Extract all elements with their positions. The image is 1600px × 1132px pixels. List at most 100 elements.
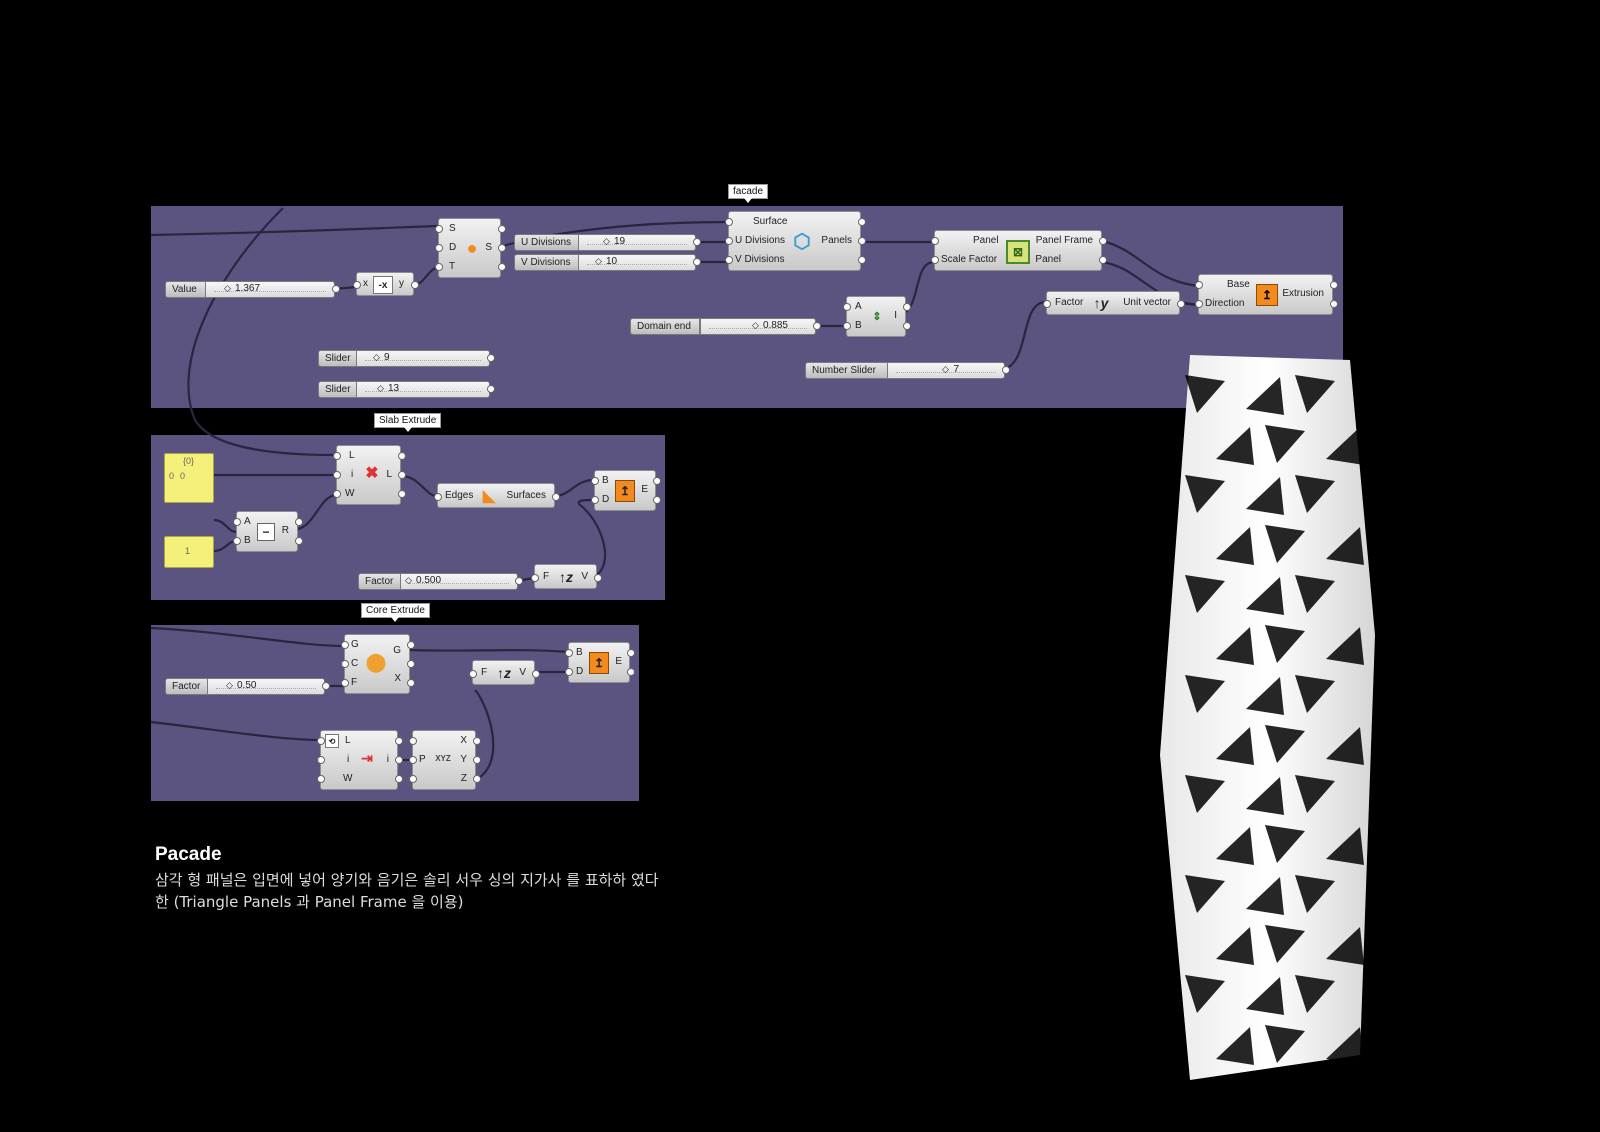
connection-port[interactable] bbox=[653, 496, 661, 504]
slider-output-port[interactable] bbox=[487, 385, 495, 393]
slider-output-port[interactable] bbox=[813, 322, 821, 330]
connection-port[interactable] bbox=[395, 737, 403, 745]
connection-port[interactable] bbox=[398, 471, 406, 479]
connection-port[interactable] bbox=[565, 649, 573, 657]
connection-port[interactable] bbox=[409, 775, 417, 783]
boundary-surfaces-component[interactable]: Edges ◣ Surfaces bbox=[434, 483, 560, 508]
connection-port[interactable] bbox=[333, 471, 341, 479]
connection-port[interactable] bbox=[317, 756, 325, 764]
connection-port[interactable] bbox=[903, 322, 911, 330]
slab-factor-slider[interactable]: Factor 0.500 ◇ bbox=[358, 573, 523, 590]
slider-9[interactable]: Slider 9 ◇ bbox=[318, 350, 495, 367]
scale-component[interactable]: G C F ⬤ G X bbox=[341, 634, 415, 694]
slider-grip-icon[interactable]: ◇ bbox=[595, 256, 602, 266]
slider-grip-icon[interactable]: ◇ bbox=[224, 283, 231, 293]
slider-track[interactable] bbox=[207, 678, 325, 695]
connection-port[interactable] bbox=[295, 518, 303, 526]
surface-component[interactable]: S D T S ● bbox=[435, 218, 506, 278]
connection-port[interactable] bbox=[1043, 300, 1051, 308]
connection-port[interactable] bbox=[1195, 300, 1203, 308]
connection-port[interactable] bbox=[498, 244, 506, 252]
slab-unit-z-component[interactable]: F ↑z V bbox=[531, 564, 602, 589]
connection-port[interactable] bbox=[407, 679, 415, 687]
connection-port[interactable] bbox=[409, 756, 417, 764]
negative-component[interactable]: x -x y bbox=[353, 272, 419, 296]
unit-y-component[interactable]: Factor ↑y Unit vector bbox=[1043, 291, 1185, 315]
slider-track[interactable] bbox=[887, 362, 1005, 379]
value-slider[interactable]: Value 1.367 ◇ bbox=[165, 281, 340, 298]
connection-port[interactable] bbox=[473, 737, 481, 745]
connection-port[interactable] bbox=[398, 452, 406, 460]
slider-grip-icon[interactable]: ◇ bbox=[942, 364, 949, 374]
data-panel[interactable]: {0} 0 0 bbox=[164, 453, 214, 503]
slider-grip-icon[interactable]: ◇ bbox=[752, 320, 759, 330]
deconstruct-point-component[interactable]: P XYZ X Y Z bbox=[409, 730, 481, 790]
connection-port[interactable] bbox=[931, 256, 939, 264]
connection-port[interactable] bbox=[473, 756, 481, 764]
core-factor-slider[interactable]: Factor 0.50 ◇ bbox=[165, 678, 330, 695]
slider-track[interactable] bbox=[578, 234, 696, 251]
u-divisions-slider[interactable]: U Divisions 19 ◇ bbox=[514, 234, 701, 251]
slider-13[interactable]: Slider 13 ◇ bbox=[318, 381, 495, 398]
connection-port[interactable] bbox=[341, 660, 349, 668]
domain-end-slider[interactable]: Domain end 0.885 ◇ bbox=[630, 318, 821, 335]
connection-port[interactable] bbox=[434, 492, 442, 501]
connection-port[interactable] bbox=[407, 660, 415, 668]
connection-port[interactable] bbox=[594, 573, 602, 582]
connection-port[interactable] bbox=[395, 775, 403, 783]
connection-port[interactable] bbox=[317, 737, 325, 745]
connection-port[interactable] bbox=[353, 281, 361, 289]
connection-port[interactable] bbox=[1330, 300, 1338, 308]
data-panel-one[interactable]: 1 bbox=[164, 536, 214, 568]
extrude-component[interactable]: Base Direction ↥ Extrusion bbox=[1195, 274, 1338, 315]
connection-port[interactable] bbox=[1330, 281, 1338, 289]
connection-port[interactable] bbox=[843, 322, 851, 330]
slider-output-port[interactable] bbox=[693, 258, 701, 266]
connection-port[interactable] bbox=[409, 737, 417, 745]
connection-port[interactable] bbox=[858, 218, 866, 226]
slab-extrude-component[interactable]: B D ↥ E bbox=[591, 470, 661, 511]
connection-port[interactable] bbox=[233, 518, 241, 526]
v-divisions-slider[interactable]: V Divisions 10 ◇ bbox=[514, 254, 701, 271]
connection-port[interactable] bbox=[473, 775, 481, 783]
triangle-panels-component[interactable]: Surface U Divisions V Divisions ⬡ Panels bbox=[725, 211, 866, 271]
connection-port[interactable] bbox=[627, 668, 635, 676]
connection-port[interactable] bbox=[1099, 237, 1107, 245]
slider-grip-icon[interactable]: ◇ bbox=[226, 680, 233, 690]
connection-port[interactable] bbox=[1177, 300, 1185, 308]
slider-grip-icon[interactable]: ◇ bbox=[377, 383, 384, 393]
core-extrude-component[interactable]: B D ↥ E bbox=[565, 642, 635, 683]
connection-port[interactable] bbox=[565, 668, 573, 676]
connection-port[interactable] bbox=[931, 237, 939, 245]
connection-port[interactable] bbox=[903, 303, 911, 311]
connection-port[interactable] bbox=[435, 244, 443, 252]
list-item-component[interactable]: L i W ✖ L bbox=[333, 445, 406, 505]
connection-port[interactable] bbox=[341, 641, 349, 649]
connection-port[interactable] bbox=[395, 756, 403, 764]
connection-port[interactable] bbox=[843, 303, 851, 311]
slider-grip-icon[interactable]: ◇ bbox=[405, 575, 412, 585]
connection-port[interactable] bbox=[498, 225, 506, 233]
connection-port[interactable] bbox=[725, 256, 733, 264]
connection-port[interactable] bbox=[725, 218, 733, 226]
slider-track[interactable] bbox=[205, 281, 335, 298]
connection-port[interactable] bbox=[498, 263, 506, 271]
core-list-item-component[interactable]: ⟲ L i W ⇥ i bbox=[317, 730, 403, 790]
connection-port[interactable] bbox=[591, 496, 599, 504]
connection-port[interactable] bbox=[591, 477, 599, 485]
connection-port[interactable] bbox=[469, 669, 477, 678]
slider-output-port[interactable] bbox=[1002, 366, 1010, 374]
connection-port[interactable] bbox=[295, 537, 303, 545]
connection-port[interactable] bbox=[233, 537, 241, 545]
connection-port[interactable] bbox=[653, 477, 661, 485]
connection-port[interactable] bbox=[532, 669, 540, 678]
slider-output-port[interactable] bbox=[515, 577, 523, 585]
connection-port[interactable] bbox=[858, 256, 866, 264]
subtraction-component[interactable]: A B − R bbox=[233, 511, 303, 552]
connection-port[interactable] bbox=[411, 281, 419, 289]
slider-output-port[interactable] bbox=[332, 285, 340, 293]
slider-grip-icon[interactable]: ◇ bbox=[603, 236, 610, 246]
slider-output-port[interactable] bbox=[487, 354, 495, 362]
slider-output-port[interactable] bbox=[322, 682, 330, 690]
core-unit-z-component[interactable]: F ↑z V bbox=[469, 660, 540, 685]
